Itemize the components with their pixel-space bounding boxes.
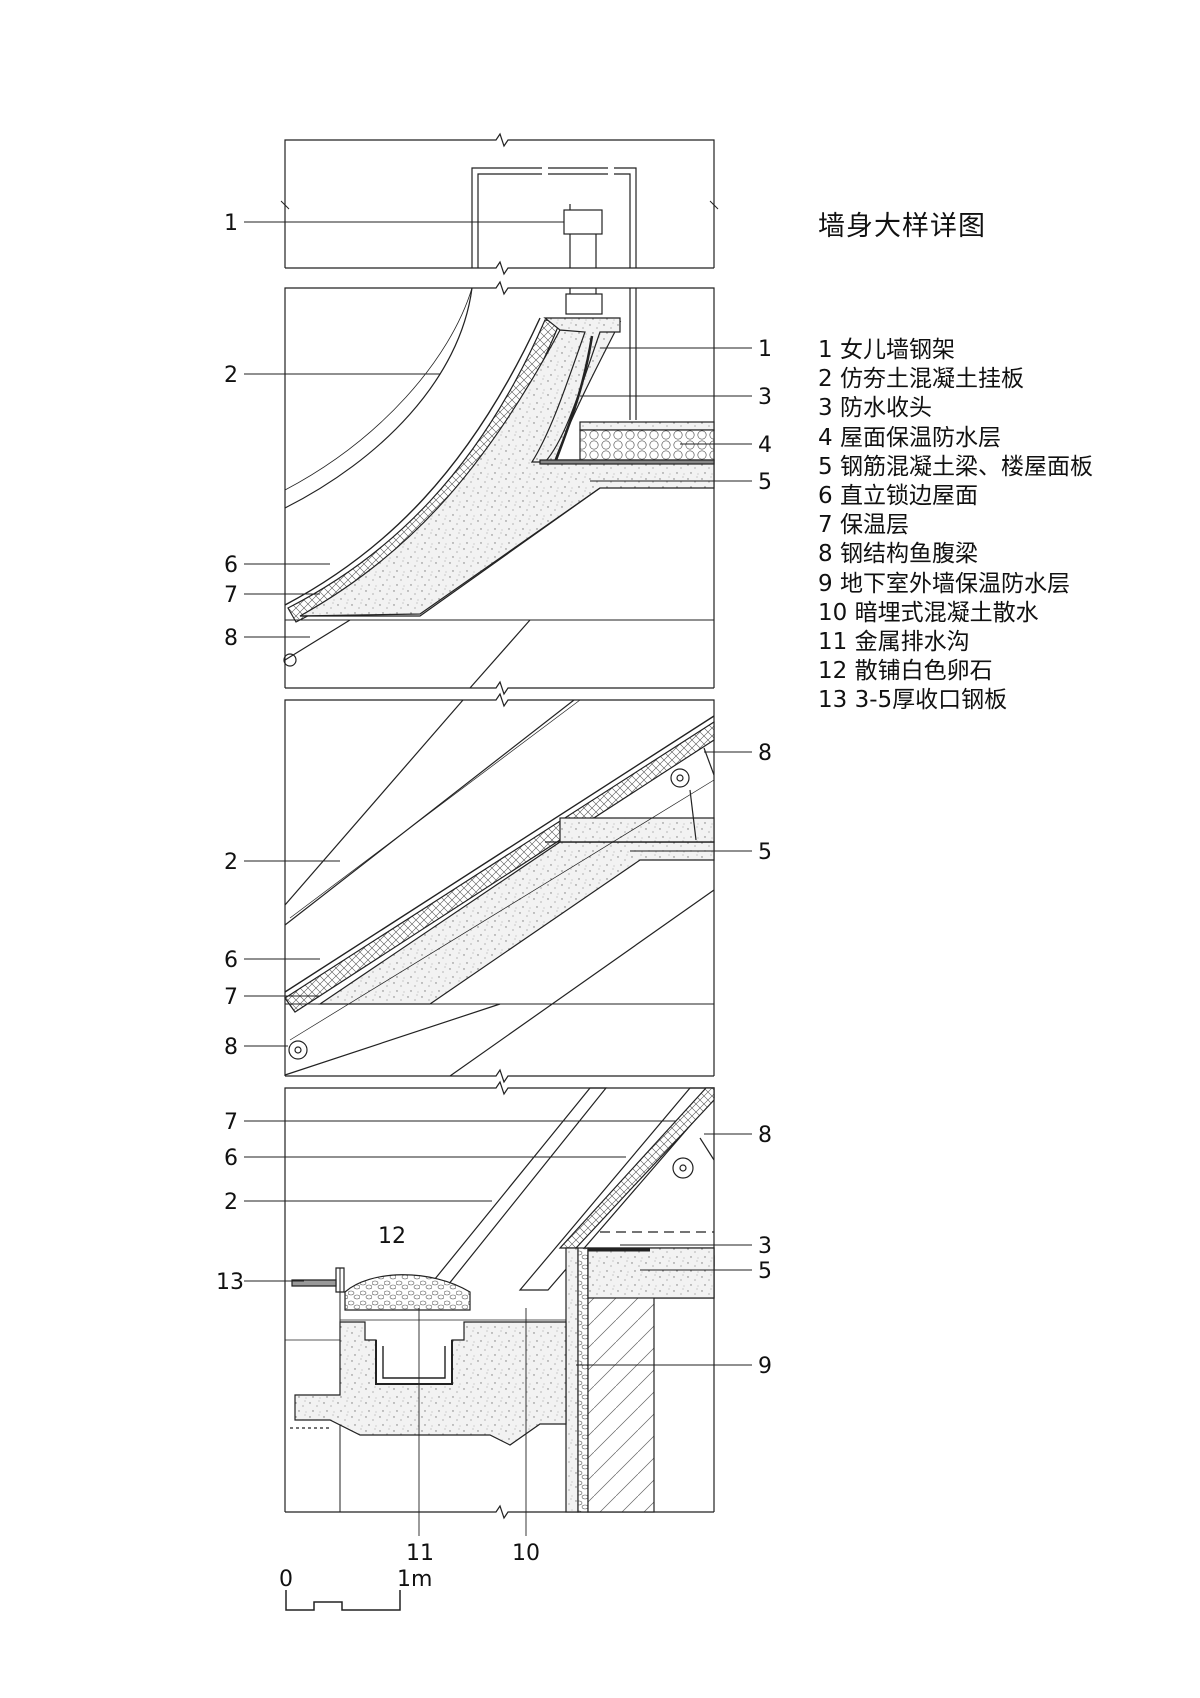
callout-p2-4: 4	[758, 433, 772, 458]
callout-p4-5: 5	[758, 1259, 772, 1284]
callout-p4-13: 13	[216, 1270, 244, 1295]
legend-item: 4 屋面保温防水层	[818, 424, 1001, 451]
callout-p2-1: 1	[758, 337, 772, 362]
callout-p2-7: 7	[224, 583, 238, 608]
callout-labels: 1 2 1 3 4 5 6 7 8 8 2 5 6 7 8 7 8 6 2 12…	[216, 211, 772, 1592]
legend-item: 1 女儿墙钢架	[818, 337, 955, 363]
legend-item: 12 散铺白色卵石	[818, 658, 993, 685]
callout-p2-6: 6	[224, 553, 238, 578]
legend-item: 5 钢筋混凝土梁、楼屋面板	[818, 453, 1093, 480]
panel-3-roof-slope	[244, 692, 752, 1084]
callout-p4-10: 10	[512, 1541, 540, 1566]
scale-start-label: 0	[279, 1567, 293, 1592]
scale-bar	[285, 1590, 401, 1611]
callout-p3-5: 5	[758, 840, 772, 865]
callout-p2-2: 2	[224, 363, 238, 388]
legend-list: 1 女儿墙钢架 2 仿夯土混凝土挂板 3 防水收头 4 屋面保温防水层 5 钢筋…	[818, 336, 1093, 716]
callout-p3-8b: 8	[224, 1035, 238, 1060]
callout-p3-7: 7	[224, 985, 238, 1010]
callout-p2-8: 8	[224, 626, 238, 651]
panel-2-roof-edge	[244, 280, 752, 696]
callout-p3-2: 2	[224, 850, 238, 875]
panel-1-parapet	[244, 132, 719, 276]
scale-end-label: 1m	[397, 1567, 432, 1592]
callout-p3-6: 6	[224, 948, 238, 973]
legend-item: 9 地下室外墙保温防水层	[818, 570, 1070, 597]
callout-p4-2: 2	[224, 1190, 238, 1215]
drawing-title: 墙身大样详图	[818, 211, 986, 242]
legend-item: 2 仿夯土混凝土挂板	[818, 366, 1024, 393]
legend-item: 10 暗埋式混凝土散水	[818, 599, 1039, 626]
callout-p2-5: 5	[758, 470, 772, 495]
callout-p3-8: 8	[758, 741, 772, 766]
callout-p2-3: 3	[758, 385, 772, 410]
legend-item: 13 3-5厚收口钢板	[818, 687, 1008, 714]
legend-item: 6 直立锁边屋面	[818, 483, 978, 510]
callout-p4-6: 6	[224, 1146, 238, 1171]
callout-p4-8: 8	[758, 1123, 772, 1148]
callout-p4-7: 7	[224, 1110, 238, 1135]
legend-item: 11 金属排水沟	[818, 629, 970, 656]
callout-p4-3: 3	[758, 1234, 772, 1259]
legend-item: 8 钢结构鱼腹梁	[818, 541, 978, 568]
callout-p4-11: 11	[406, 1541, 434, 1566]
panel-4-base-drain	[244, 1080, 752, 1536]
callout-p4-9: 9	[758, 1354, 772, 1379]
legend-item: 7 保温层	[818, 512, 909, 539]
callout-p4-12: 12	[378, 1224, 406, 1249]
callout-p1-1: 1	[224, 211, 238, 236]
legend-item: 3 防水收头	[818, 395, 932, 422]
